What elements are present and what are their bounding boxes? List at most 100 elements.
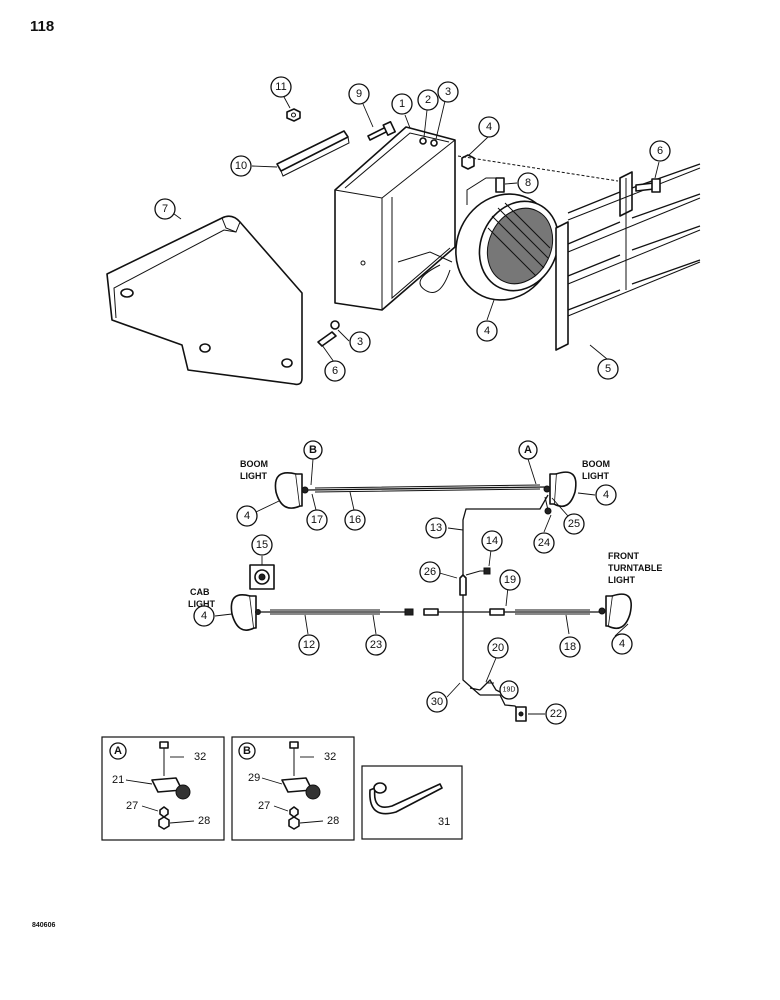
callout-6-bottom: 6 [324,360,346,382]
svg-text:24: 24 [538,537,550,549]
svg-text:3: 3 [445,86,451,98]
svg-text:B: B [309,444,317,456]
callout-17: 17 [306,509,328,531]
svg-text:25: 25 [568,518,580,530]
svg-text:4: 4 [603,489,609,501]
svg-text:27: 27 [126,800,138,812]
svg-text:4: 4 [484,325,490,337]
label-boom-light-left-1: BOOM [240,459,268,469]
svg-text:27: 27 [258,800,270,812]
sealed-beam-lamp [455,177,560,301]
svg-text:31: 31 [438,816,450,828]
strap [276,130,350,177]
svg-text:28: 28 [198,815,210,827]
callout-19: 19 [499,569,521,591]
label-boom-light-right-2: LIGHT [582,471,609,481]
callout-4-boom-right: 4 [595,484,617,506]
callout-8: 8 [517,172,539,194]
callout-4-boom-left: 4 [236,505,258,527]
svg-text:21: 21 [112,774,124,786]
callout-5: 5 [597,358,619,380]
svg-text:A: A [524,444,532,456]
svg-text:6: 6 [657,145,663,157]
callout-7: 7 [154,198,176,220]
svg-text:32: 32 [194,751,206,763]
svg-text:8: 8 [525,177,531,189]
boom-harness [307,486,546,491]
callout-4-turntable: 4 [611,633,633,655]
svg-text:4: 4 [619,638,625,650]
main-harness [462,494,549,696]
svg-text:9: 9 [356,88,362,100]
callout-B-wiring: B [303,440,323,460]
svg-text:A: A [114,745,122,757]
svg-text:2: 2 [425,94,431,106]
svg-text:26: 26 [424,566,436,578]
nut-top [461,154,475,170]
callout-25: 25 [563,513,585,535]
callout-20: 20 [487,637,509,659]
page-number: 118 [30,18,55,35]
callout-6-right: 6 [649,140,671,162]
svg-text:16: 16 [349,514,361,526]
callout-12: 12 [298,634,320,656]
figure-id: 840606 [32,922,56,929]
detail-cable-tie: 31 [361,765,463,840]
svg-text:4: 4 [486,121,492,133]
callout-15: 15 [251,534,273,556]
svg-text:28: 28 [327,815,339,827]
svg-text:29: 29 [248,772,260,784]
svg-text:19: 19 [504,574,516,586]
svg-text:19D: 19D [503,687,516,694]
bolt-right [635,178,661,193]
svg-text:7: 7 [162,203,168,215]
svg-text:12: 12 [303,639,315,651]
bolt-lower [317,320,340,347]
callout-2: 2 [417,89,439,111]
callout-3-bottom: 3 [349,331,371,353]
callout-4-top: 4 [478,116,500,138]
svg-text:4: 4 [244,510,250,522]
svg-text:14: 14 [486,535,498,547]
label-front-turntable-2: TURNTABLE [608,563,662,573]
callout-1: 1 [391,93,413,115]
svg-text:15: 15 [256,539,268,551]
svg-text:18: 18 [564,641,576,653]
callout-10: 10 [230,155,252,177]
svg-text:32: 32 [324,751,336,763]
detail-B: B 32 29 27 28 [231,736,355,841]
top-washers [419,137,438,147]
svg-text:B: B [243,745,251,757]
svg-text:20: 20 [492,642,504,654]
svg-text:23: 23 [370,639,382,651]
light-housing [334,126,469,311]
svg-text:5: 5 [605,363,611,375]
callout-3-top: 3 [437,81,459,103]
callout-4-bottom: 4 [476,320,498,342]
callout-19D: 19D [499,680,519,700]
callout-16: 16 [344,509,366,531]
callout-18: 18 [559,636,581,658]
cab-light [230,594,261,631]
detail-A: A 32 21 27 28 [101,736,225,841]
svg-text:4: 4 [201,610,207,622]
boom-light-right [543,471,577,508]
callout-A-wiring: A [518,440,538,460]
lamp-guard [555,163,701,351]
svg-text:11: 11 [275,81,286,93]
label-front-turntable-3: LIGHT [608,575,635,585]
boom-light-left [274,472,309,509]
label-boom-light-left-2: LIGHT [240,471,267,481]
svg-text:10: 10 [235,160,247,172]
svg-text:6: 6 [332,365,338,377]
nut [286,108,301,122]
svg-text:13: 13 [430,522,442,534]
cab-light-switch [249,564,275,590]
callout-13: 13 [425,517,447,539]
callout-30: 30 [426,691,448,713]
label-cab-light-1: CAB [190,587,210,597]
label-front-turntable-1: FRONT [608,551,639,561]
callout-22: 22 [545,703,567,725]
callout-14: 14 [481,530,503,552]
callout-11: 11 [270,76,292,98]
